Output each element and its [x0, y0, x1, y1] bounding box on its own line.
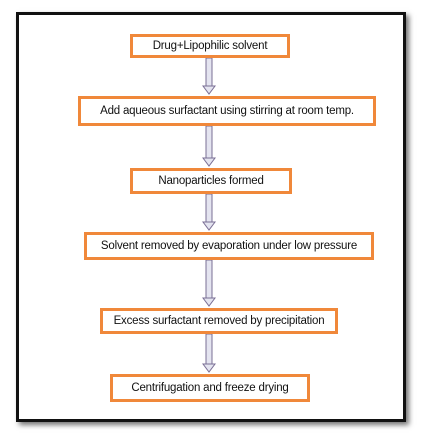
step-label: Centrifugation and freeze drying [131, 382, 289, 394]
step-box-add-aqueous-surfactant: Add aqueous surfactant using stirring at… [78, 96, 376, 126]
step-box-excess-surfactant-removed: Excess surfactant removed by precipitati… [100, 308, 338, 334]
step-label: Solvent removed by evaporation under low… [100, 240, 358, 252]
step-label: Drug+Lipophilic solvent [152, 40, 268, 52]
step-box-nanoparticles-formed: Nanoparticles formed [130, 168, 292, 194]
step-box-centrifugation-freeze-drying: Centrifugation and freeze drying [110, 374, 310, 402]
diagram-frame [16, 12, 406, 422]
step-label: Add aqueous surfactant using stirring at… [100, 105, 354, 117]
step-box-drug-lipophilic-solvent: Drug+Lipophilic solvent [130, 34, 290, 58]
step-label: Nanoparticles formed [158, 175, 264, 187]
step-label: Excess surfactant removed by precipitati… [113, 315, 325, 327]
step-box-solvent-removed: Solvent removed by evaporation under low… [84, 232, 374, 260]
